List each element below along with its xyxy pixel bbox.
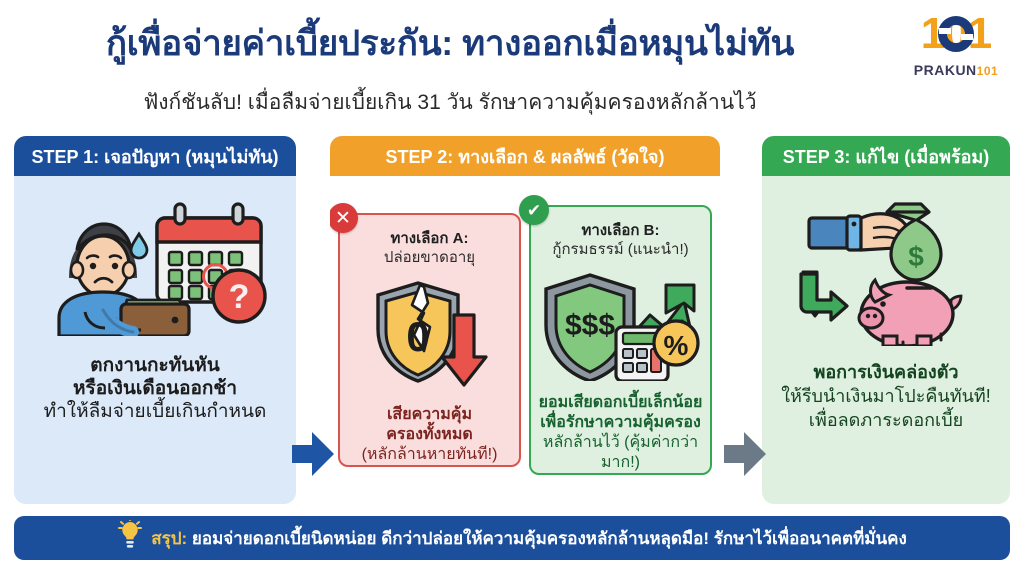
- step-3-caption-line-3: เพื่อลดภาระดอกเบี้ย: [808, 410, 964, 430]
- option-b-caption-line-1: ยอมเสียดอกเบี้ยเล็กน้อย: [538, 394, 703, 411]
- option-b-subtitle: กู้กรมธรรม์ (แนะนำ!): [552, 241, 689, 258]
- logo-mark-icon: 101: [902, 8, 1010, 60]
- option-b-caption: ยอมเสียดอกเบี้ยเล็กน้อย เพื่อรักษาความคุ…: [531, 393, 710, 473]
- step-1-body: ?: [14, 176, 296, 504]
- steps-row: STEP 1: เจอปัญหา (หมุนไม่ทัน): [0, 136, 1024, 504]
- option-a-caption-line-1: เสียความคุ้ม: [386, 406, 473, 423]
- broken-shield-zero-down-arrow-icon: 0: [362, 279, 498, 391]
- green-shield-dollars-calculator-percent-icon: $$$: [538, 269, 704, 381]
- header: กู้เพื่อจ่ายค่าเบี้ยประกัน: ทางออกเมื่อห…: [0, 0, 1024, 124]
- option-a-caption: เสียความคุ้ม ครองทั้งหมด (หลักล้านหายทัน…: [362, 405, 498, 465]
- page-title: กู้เพื่อจ่ายค่าเบี้ยประกัน: ทางออกเมื่อห…: [105, 24, 795, 63]
- option-a-title: ทางเลือก A:: [390, 230, 469, 247]
- logo-wordmark: PRAKUN101: [902, 62, 1010, 78]
- step-3-caption-line-1: พอการเงินคล่องตัว: [813, 362, 959, 382]
- hand-money-bag-piggy-bank-icon: $: [791, 198, 981, 346]
- step-3-body: $: [762, 176, 1010, 504]
- step-1-caption-line-2: หรือเงินเดือนออกช้า: [72, 378, 237, 399]
- svg-text:$: $: [908, 241, 924, 272]
- logo-ring-icon: [938, 16, 974, 52]
- step-3-card: STEP 3: แก้ไข (เมื่อพร้อม) $: [762, 136, 1010, 504]
- option-a-subtitle: ปล่อยขาดอายุ: [383, 249, 476, 266]
- step-1-card: STEP 1: เจอปัญหา (หมุนไม่ทัน): [14, 136, 296, 504]
- step-1-caption-line-3: ทำให้ลืมจ่ายเบี้ยเกินกำหนด: [43, 401, 267, 422]
- option-a-card[interactable]: ✕ ทางเลือก A: ปล่อยขาดอายุ 0: [330, 203, 521, 467]
- step-2-header: STEP 2: ทางเลือก & ผลลัพธ์ (วัดใจ): [330, 136, 720, 176]
- option-a-caption-line-2: ครองทั้งหมด: [386, 426, 473, 443]
- page-subtitle: ฟังก์ชันลับ! เมื่อลืมจ่ายเบี้ยเกิน 31 วั…: [143, 91, 757, 114]
- svg-text:0: 0: [406, 313, 429, 360]
- worried-person-wallet-calendar-icon: ?: [39, 200, 271, 336]
- arrow-step2-step3-icon: [724, 432, 766, 481]
- arrow-step1-step2-icon: [292, 432, 334, 481]
- check-icon: ✔: [519, 195, 549, 225]
- step-1-header: STEP 1: เจอปัญหา (หมุนไม่ทัน): [14, 136, 296, 176]
- svg-text:?: ?: [229, 278, 250, 316]
- cross-icon: ✕: [330, 203, 358, 233]
- step-2-body: ✕ ทางเลือก A: ปล่อยขาดอายุ 0: [330, 176, 720, 504]
- step-3-caption-line-2: ให้รีบนำเงินมาโปะคืนทันที!: [781, 386, 991, 406]
- step-3-caption: พอการเงินคล่องตัว ให้รีบนำเงินมาโปะคืนทั…: [781, 360, 991, 432]
- option-b-caption-line-3: หลักล้านไว้ (คุ้มค่ากว่ามาก!): [542, 434, 699, 471]
- lightbulb-icon: [117, 518, 143, 557]
- brand-logo[interactable]: 101 PRAKUN101: [902, 8, 1010, 86]
- svg-text:$$$: $$$: [564, 309, 614, 342]
- step-1-caption-line-1: ตกงานกะทันหัน: [90, 355, 220, 376]
- option-b-caption-line-2: เพื่อรักษาความคุ้มครอง: [540, 414, 701, 431]
- option-b-card[interactable]: ✔ ทางเลือก B: กู้กรมธรรม์ (แนะนำ!) $$$: [519, 195, 712, 475]
- svg-text:%: %: [663, 330, 688, 361]
- summary-lead: สรุป:: [151, 528, 188, 548]
- step-1-caption: ตกงานกะทันหัน หรือเงินเดือนออกช้า ทำให้ล…: [44, 354, 267, 423]
- step-3-header: STEP 3: แก้ไข (เมื่อพร้อม): [762, 136, 1010, 176]
- option-a-caption-line-3: (หลักล้านหายทันที!): [361, 446, 498, 463]
- summary-text: สรุป: ยอมจ่ายดอกเบี้ยนิดหน่อย ดีกว่าปล่อ…: [151, 525, 907, 552]
- summary-body: ยอมจ่ายดอกเบี้ยนิดหน่อย ดีกว่าปล่อยให้คว…: [191, 528, 907, 548]
- logo-wordmark-text: PRAKUN: [913, 62, 977, 78]
- summary-bar: สรุป: ยอมจ่ายดอกเบี้ยนิดหน่อย ดีกว่าปล่อ…: [14, 516, 1010, 560]
- step-2-card: STEP 2: ทางเลือก & ผลลัพธ์ (วัดใจ) ✕ ทาง…: [330, 136, 720, 504]
- logo-wordmark-suffix: 101: [976, 64, 999, 78]
- option-b-title: ทางเลือก B:: [581, 222, 660, 239]
